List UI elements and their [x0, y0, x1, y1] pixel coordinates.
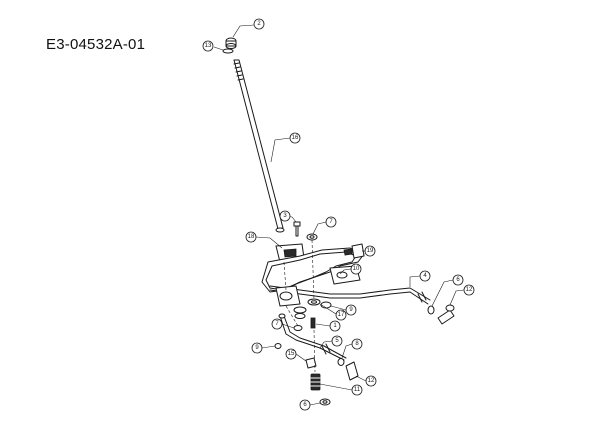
part-7-nut-upper — [306, 233, 318, 241]
callout-5: 5 — [331, 335, 343, 347]
alignment-lines — [283, 239, 316, 373]
part-13-washer — [222, 48, 234, 54]
callout-3-label: 3 — [283, 213, 287, 219]
callout-9-upper: 9 — [345, 304, 357, 316]
callout-12-upper-label: 12 — [466, 287, 473, 293]
part-8-nut-mid — [337, 358, 345, 366]
callout-7-lower: 7 — [271, 318, 283, 330]
callout-10: 10 — [350, 263, 362, 275]
callout-7-lower-label: 7 — [275, 321, 279, 327]
callout-9-lower-label: 9 — [255, 345, 259, 351]
callout-2-label: 2 — [257, 21, 261, 27]
callout-12-lower: 12 — [365, 375, 377, 387]
callout-6-lower: 6 — [299, 399, 311, 411]
part-12-balljoint-upper — [437, 304, 455, 325]
part-1-bolt — [310, 317, 316, 329]
callout-6-upper: 6 — [452, 274, 464, 286]
callout-18: 18 — [245, 231, 257, 243]
callout-15-label: 15 — [288, 351, 295, 357]
washer-stack — [293, 306, 307, 319]
diagram-title: E3-04532A-01 — [46, 36, 146, 53]
callout-17: 17 — [335, 309, 347, 321]
callout-19-label: 19 — [367, 248, 374, 254]
callout-12-upper: 12 — [463, 284, 475, 296]
callout-9-lower: 9 — [251, 342, 263, 354]
callout-9-upper-label: 9 — [349, 307, 353, 313]
callout-8: 8 — [351, 338, 363, 350]
callout-5-label: 5 — [335, 338, 339, 344]
callout-18-label: 18 — [248, 234, 255, 240]
callout-16-label: 16 — [292, 135, 299, 141]
part-6-nut-lower — [319, 398, 331, 406]
callout-4: 4 — [419, 270, 431, 282]
part-4-rod — [269, 285, 431, 305]
part-15-bracket — [305, 357, 317, 369]
pivot-column — [275, 285, 301, 307]
leader-lines — [213, 24, 465, 406]
callout-15: 15 — [285, 348, 297, 360]
callout-4-label: 4 — [423, 273, 427, 279]
callout-2: 2 — [253, 18, 265, 30]
callout-19: 19 — [364, 245, 376, 257]
part-9-washer-upper — [320, 301, 332, 309]
callout-1: 1 — [329, 320, 341, 332]
part-9-washer-lower — [274, 343, 282, 349]
callout-11: 11 — [351, 384, 363, 396]
callout-8-label: 8 — [355, 341, 359, 347]
part-16-shaft — [233, 59, 285, 233]
part-3-bolt — [293, 221, 301, 237]
part-19-bracket — [351, 243, 365, 259]
callout-10-label: 10 — [353, 266, 360, 272]
part-2-cap — [225, 37, 237, 49]
callout-1-label: 1 — [333, 323, 337, 329]
callout-11-label: 11 — [354, 387, 361, 393]
callout-6-upper-label: 6 — [456, 277, 460, 283]
part-17-bushing — [307, 298, 321, 306]
callout-13-label: 13 — [205, 43, 212, 49]
part-11-gear — [310, 373, 321, 391]
callout-6-lower-label: 6 — [303, 402, 307, 408]
part-7-nut-lower — [293, 325, 303, 331]
callout-3: 3 — [279, 210, 291, 222]
part-5-lower-arm — [278, 313, 347, 361]
callout-7-upper: 7 — [325, 216, 337, 228]
part-12-balljoint-lower — [345, 361, 359, 381]
callout-17-label: 17 — [338, 312, 345, 318]
callout-16: 16 — [289, 132, 301, 144]
callout-13: 13 — [202, 40, 214, 52]
callout-7-upper-label: 7 — [329, 219, 333, 225]
part-6-nut-upper — [427, 305, 435, 315]
callout-12-lower-label: 12 — [368, 378, 375, 384]
